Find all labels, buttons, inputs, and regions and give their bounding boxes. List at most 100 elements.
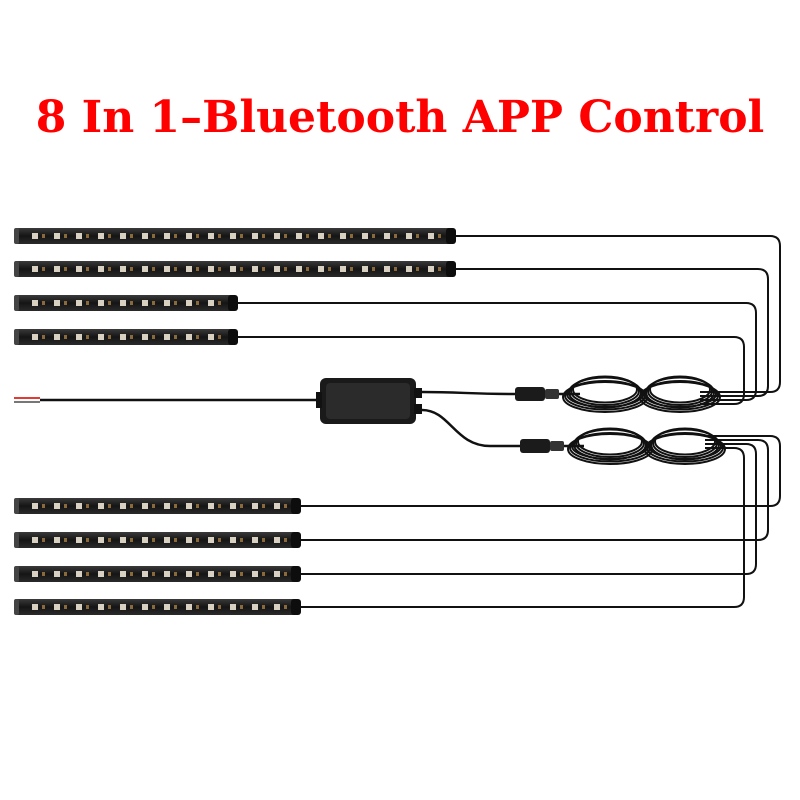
resistor (240, 234, 243, 238)
led-chip (54, 571, 60, 577)
resistor (350, 267, 353, 271)
resistor (262, 605, 265, 609)
led-chip (208, 266, 214, 272)
resistor (174, 538, 177, 542)
wire-top-4 (236, 336, 745, 405)
resistor (86, 335, 89, 339)
controller-outputs (421, 390, 520, 448)
led-chip (384, 233, 390, 239)
resistor (130, 301, 133, 305)
led-chip (230, 571, 236, 577)
resistor (416, 234, 419, 238)
resistor (130, 605, 133, 609)
led-chip (296, 266, 302, 272)
led-chip (76, 233, 82, 239)
resistor (108, 572, 111, 576)
led-chip (120, 266, 126, 272)
coiled-cables (562, 375, 726, 465)
led-chip (208, 300, 214, 306)
resistor (284, 504, 287, 508)
led-chip (98, 537, 104, 543)
led-chip (274, 537, 280, 543)
led-chip (186, 334, 192, 340)
led-chip (406, 233, 412, 239)
resistor (174, 267, 177, 271)
led-chip (32, 571, 38, 577)
led-chip (252, 233, 258, 239)
led-chip (208, 571, 214, 577)
resistor (394, 267, 397, 271)
led-chip (32, 503, 38, 509)
led-chip (120, 334, 126, 340)
resistor (130, 335, 133, 339)
led-chip (98, 334, 104, 340)
resistor (42, 335, 45, 339)
resistor (42, 267, 45, 271)
led-chip (164, 300, 170, 306)
led-chip (54, 300, 60, 306)
product-title: 8 In 1–Bluetooth APP Control (35, 92, 765, 143)
led-strip-bottom-1 (14, 498, 301, 514)
led-chip (120, 300, 126, 306)
led-chip (32, 233, 38, 239)
led-chip (76, 537, 82, 543)
wire-top-1 (454, 235, 781, 393)
led-chip (54, 537, 60, 543)
resistor (130, 234, 133, 238)
resistor (284, 605, 287, 609)
coil-top (562, 375, 721, 413)
wire-top-2 (454, 268, 769, 397)
wire-bottom-2 (299, 439, 769, 541)
resistor (218, 301, 221, 305)
resistor (196, 572, 199, 576)
resistor (108, 504, 111, 508)
led-strip-top-2 (14, 261, 456, 277)
resistor (306, 234, 309, 238)
led-chip (98, 571, 104, 577)
resistor (196, 267, 199, 271)
led-chip (252, 604, 258, 610)
resistor (218, 335, 221, 339)
led-chip (362, 233, 368, 239)
led-strip-top-4 (14, 329, 238, 345)
led-strips (14, 228, 456, 615)
resistor (152, 538, 155, 542)
resistor (152, 234, 155, 238)
resistor (284, 267, 287, 271)
resistor (240, 504, 243, 508)
led-chip (120, 571, 126, 577)
led-chip (230, 503, 236, 509)
led-chip (186, 571, 192, 577)
led-chip (318, 233, 324, 239)
led-chip (406, 266, 412, 272)
led-chip (208, 503, 214, 509)
led-chip (98, 604, 104, 610)
resistor (152, 605, 155, 609)
resistor (372, 234, 375, 238)
resistor (196, 605, 199, 609)
wire-bottom-3 (299, 443, 757, 575)
led-chip (186, 300, 192, 306)
resistor (64, 301, 67, 305)
resistor (64, 538, 67, 542)
resistor (196, 504, 199, 508)
led-strip-top-1 (14, 228, 456, 244)
led-chip (142, 604, 148, 610)
resistor (394, 234, 397, 238)
led-chip (428, 266, 434, 272)
led-strip-bottom-4 (14, 599, 301, 615)
led-chip (186, 604, 192, 610)
led-chip (76, 334, 82, 340)
led-chip (32, 334, 38, 340)
resistor (108, 605, 111, 609)
resistor (372, 267, 375, 271)
resistor (262, 234, 265, 238)
resistor (64, 335, 67, 339)
resistor (64, 504, 67, 508)
resistor (438, 234, 441, 238)
led-chip (208, 334, 214, 340)
led-chip (362, 266, 368, 272)
resistor (86, 301, 89, 305)
coil-bottom (567, 427, 726, 465)
